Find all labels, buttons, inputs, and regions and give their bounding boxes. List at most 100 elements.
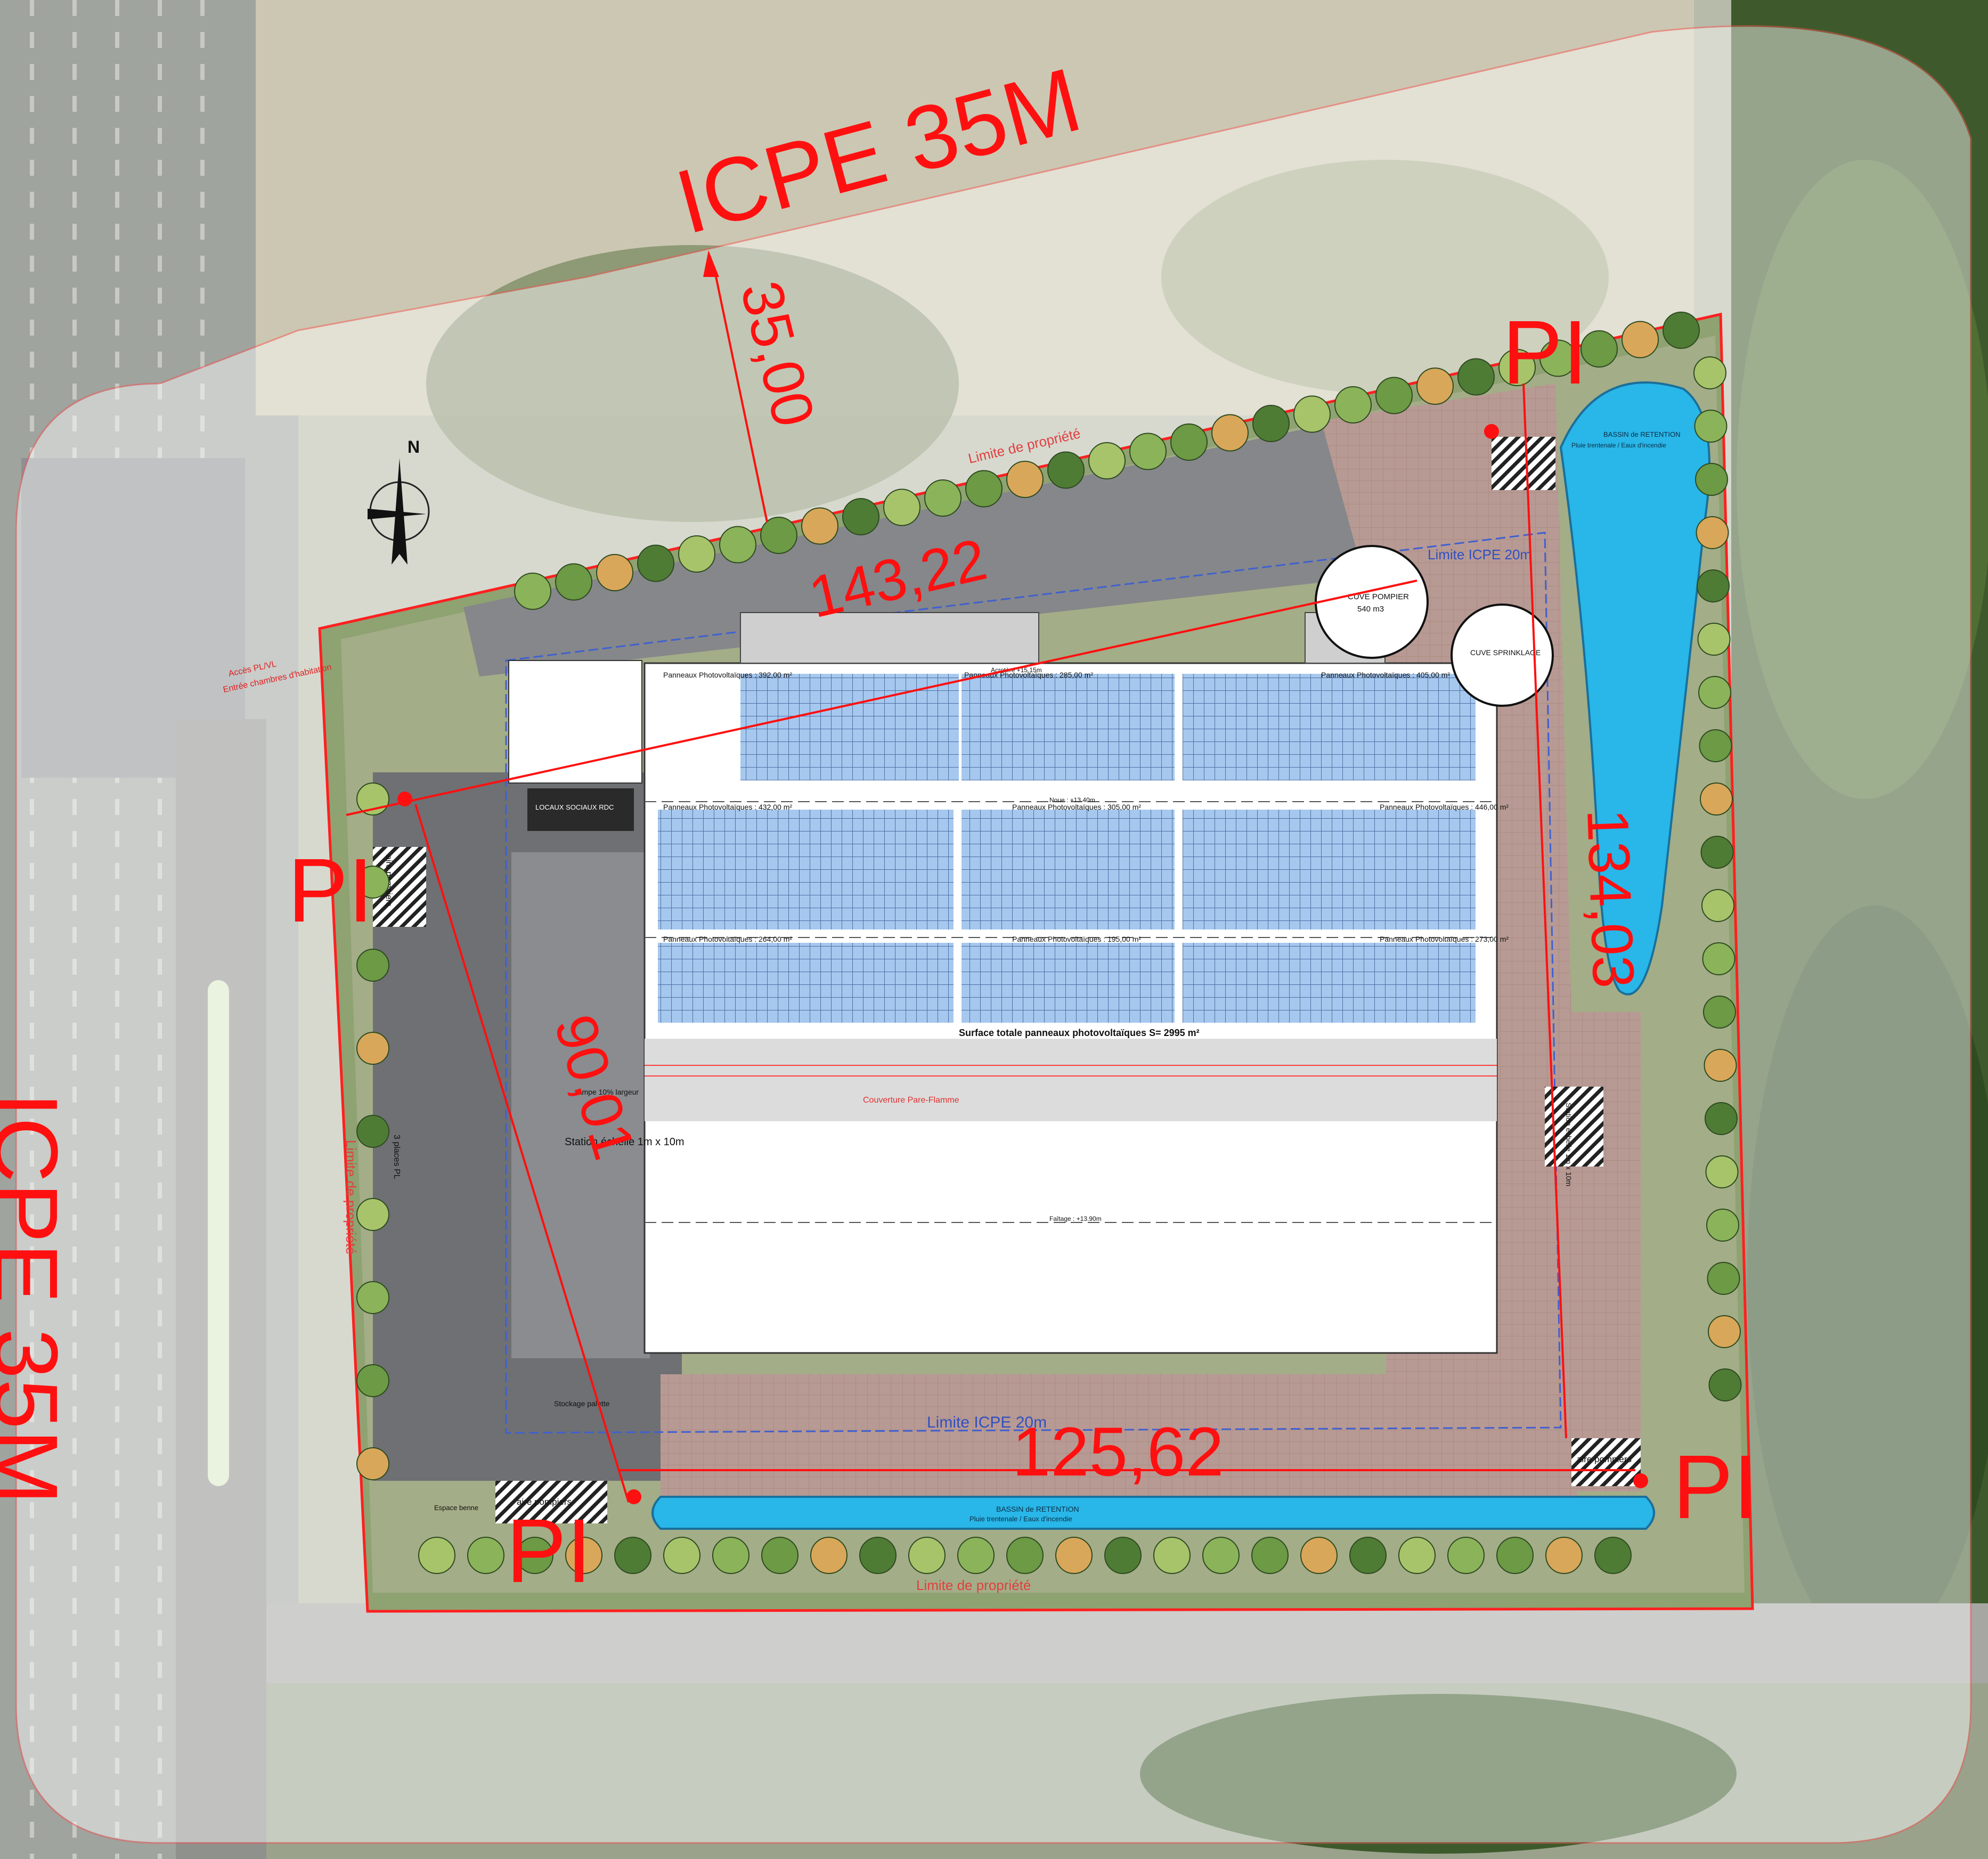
tree-icon bbox=[1088, 442, 1126, 479]
icpe-left-label: ICPE 35M bbox=[0, 1092, 76, 1505]
tree-icon bbox=[555, 563, 592, 601]
fire-truck-area bbox=[495, 1481, 607, 1523]
icpe-20m-label-south: Limite ICPE 20m bbox=[927, 1414, 1047, 1431]
pv-panel-label: Panneaux Photovoltaïques : 305,00 m² bbox=[1012, 803, 1141, 811]
roof-noue-label: Noue : +13.40m bbox=[1049, 796, 1095, 804]
tree-icon bbox=[965, 470, 1003, 508]
tree-icon bbox=[1700, 782, 1733, 816]
tree-icon bbox=[1702, 942, 1736, 975]
pv-panel-label: Panneaux Photovoltaïques : 195,00 m² bbox=[1012, 935, 1141, 943]
hydrant-icon bbox=[397, 792, 412, 806]
tree-icon bbox=[1457, 358, 1495, 396]
east-basin-title: BASSIN de RETENTION bbox=[1603, 430, 1680, 438]
pi-marker: PI bbox=[1502, 302, 1588, 403]
pv-panel-label: Panneaux Photovoltaïques : 392,00 m² bbox=[663, 671, 792, 679]
tree-icon bbox=[957, 1537, 995, 1574]
tree-icon bbox=[1706, 1209, 1739, 1242]
south-retention-basin bbox=[651, 1496, 1655, 1530]
roof-faitage-label: Faîtage : +13.90m bbox=[1049, 1215, 1102, 1222]
tree-icon bbox=[467, 1537, 504, 1574]
tree-icon bbox=[1698, 676, 1731, 709]
tree-icon bbox=[883, 488, 920, 526]
tank-pompier-label: CUVE POMPIER bbox=[1348, 592, 1409, 601]
tree-icon bbox=[1416, 368, 1454, 405]
southern-trees bbox=[1140, 1694, 1737, 1854]
main-building bbox=[643, 662, 1498, 1354]
hydrant-icon bbox=[1484, 424, 1499, 439]
north-arrow bbox=[368, 458, 430, 565]
tree-icon bbox=[1705, 1155, 1739, 1188]
tree-icon bbox=[1696, 516, 1729, 549]
tree-icon bbox=[761, 1537, 799, 1574]
tree-icon bbox=[842, 498, 879, 535]
pi-marker: PI bbox=[1673, 1437, 1758, 1538]
tree-icon bbox=[356, 1032, 389, 1065]
tree-icon bbox=[1104, 1537, 1142, 1574]
tree-icon bbox=[1663, 312, 1700, 349]
tree-icon bbox=[1708, 1315, 1741, 1348]
median-strip bbox=[208, 980, 229, 1486]
tree-icon bbox=[801, 507, 838, 545]
station-echelle-label: Station échelle 1m x 10m bbox=[565, 1136, 685, 1148]
tree-icon bbox=[1202, 1537, 1240, 1574]
tree-icon bbox=[514, 573, 551, 610]
icpe-20m-limit bbox=[505, 532, 1562, 1434]
tree-icon bbox=[1700, 836, 1734, 869]
tree-icon bbox=[1703, 996, 1736, 1029]
pv-panel-label: Panneaux Photovoltaïques : 264,00 m² bbox=[663, 935, 792, 943]
tree-icon bbox=[1334, 386, 1372, 423]
southern-road bbox=[213, 1603, 1988, 1683]
tree-icon bbox=[719, 526, 756, 564]
espace-benne-label: Espace benne bbox=[434, 1504, 478, 1512]
tree-icon bbox=[1211, 414, 1249, 452]
dimension-125: 125,62 bbox=[1012, 1413, 1224, 1490]
tree-icon bbox=[678, 535, 715, 573]
tree-icon bbox=[1580, 330, 1618, 368]
tree-icon bbox=[1697, 569, 1730, 602]
tree-icon bbox=[356, 1198, 389, 1231]
tree-icon bbox=[1349, 1537, 1387, 1574]
hydrant-icon bbox=[626, 1489, 641, 1504]
tree-icon bbox=[596, 554, 633, 591]
pv-panel-label: Panneaux Photovoltaïques : 273,00 m² bbox=[1380, 935, 1509, 943]
tree-icon bbox=[516, 1537, 553, 1574]
tree-icon bbox=[1170, 423, 1208, 461]
aire-pompiers-label: aire pompiers bbox=[1577, 1454, 1632, 1464]
south-basin-subtitle: Pluie trentenale / Eaux d'incendie bbox=[969, 1515, 1072, 1523]
tree-icon bbox=[418, 1537, 455, 1574]
tree-icon bbox=[1129, 433, 1167, 470]
east-retention-basin bbox=[1559, 381, 1710, 996]
tree-icon bbox=[1251, 1537, 1289, 1574]
pv-panel-label: Panneaux Photovoltaïques : 432,00 m² bbox=[663, 803, 792, 811]
tree-icon bbox=[1693, 356, 1726, 389]
tree-icon bbox=[810, 1537, 848, 1574]
tree-icon bbox=[1539, 339, 1577, 377]
north-label: N bbox=[408, 437, 420, 456]
south-basin-title: BASSIN de RETENTION bbox=[996, 1505, 1079, 1513]
tree-icon bbox=[1704, 1049, 1737, 1082]
tree-icon bbox=[1707, 1262, 1740, 1295]
tank-pompier-volume: 540 m3 bbox=[1357, 605, 1384, 614]
tank-sprinklage-label: CUVE SPRINKLAGE bbox=[1470, 648, 1541, 657]
tree-icon bbox=[1695, 463, 1728, 496]
tree-icon bbox=[614, 1537, 651, 1574]
northern-vegetation bbox=[426, 245, 959, 522]
tree-icon bbox=[1153, 1537, 1191, 1574]
tree-icon bbox=[1006, 461, 1044, 498]
tree-icon bbox=[1708, 1368, 1742, 1401]
tree-icon bbox=[356, 866, 389, 899]
tree-icon bbox=[908, 1537, 946, 1574]
dimension-arrow bbox=[703, 250, 719, 277]
fire-truck-area bbox=[1492, 437, 1555, 490]
tree-icon bbox=[565, 1537, 602, 1574]
tree-icon bbox=[637, 544, 674, 582]
tree-icon bbox=[1006, 1537, 1044, 1574]
tree-icon bbox=[1697, 623, 1731, 656]
property-limit-label-west: Limite de propriété bbox=[343, 1140, 359, 1254]
hydrant-icon bbox=[1633, 1473, 1648, 1488]
pv-total-label: Surface totale panneaux photovoltaïques … bbox=[959, 1028, 1200, 1038]
tree-icon bbox=[663, 1537, 700, 1574]
pi-marker: PI bbox=[506, 1501, 592, 1602]
tree-icon bbox=[1055, 1537, 1093, 1574]
